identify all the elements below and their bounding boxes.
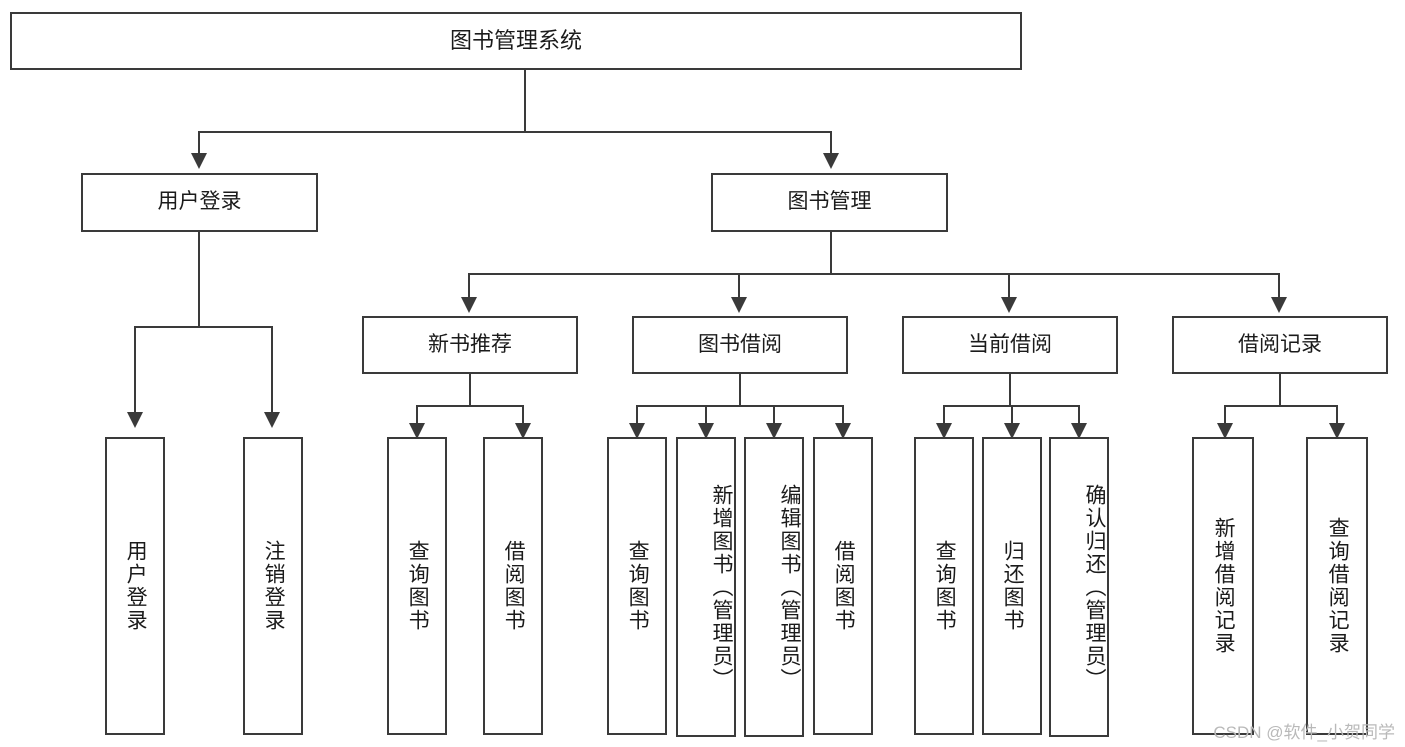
connector-user-login-to-leaf-1 — [134, 326, 136, 414]
connector-current-borrow-stem — [1009, 374, 1011, 406]
node-leaf-add-book[interactable]: 新增图书（管理员） — [676, 437, 736, 737]
connector-nbr-to-leaf-1 — [416, 405, 418, 429]
connector-book-borrow-bus — [636, 405, 844, 407]
arrowhead-br-to-leaf-2 — [1329, 423, 1345, 439]
node-label: 编辑图书（管理员） — [778, 483, 801, 691]
connector-br-to-leaf-1 — [1224, 405, 1226, 429]
node-label: 用户登录 — [157, 190, 242, 214]
node-leaf-query-book-1[interactable]: 查询图书 — [387, 437, 447, 735]
node-leaf-user-login[interactable]: 用户登录 — [105, 437, 165, 735]
connector-bb-to-leaf-4 — [842, 405, 844, 429]
connector-borrow-record-bus — [1224, 405, 1338, 407]
connector-book-manage-to-level2-4 — [1278, 273, 1280, 299]
node-new-book-recommend[interactable]: 新书推荐 — [362, 316, 578, 374]
node-current-borrow[interactable]: 当前借阅 — [902, 316, 1118, 374]
node-label: 新增借阅记录 — [1212, 517, 1236, 655]
node-leaf-borrow-book-2[interactable]: 借阅图书 — [813, 437, 873, 735]
connector-cb-to-leaf-3 — [1078, 405, 1080, 429]
node-leaf-query-borrow-record[interactable]: 查询借阅记录 — [1306, 437, 1368, 735]
connector-user-login-to-leaf-2 — [271, 326, 273, 414]
connector-root-stem — [524, 70, 526, 132]
node-leaf-query-book-2[interactable]: 查询图书 — [607, 437, 667, 735]
arrowhead-nbr-to-leaf-2 — [515, 423, 531, 439]
node-label: 注销登录 — [262, 540, 286, 632]
node-label: 查询借阅记录 — [1326, 517, 1350, 655]
connector-book-manage-to-level2-2 — [738, 273, 740, 299]
arrowhead-book-manage-to-level2-1 — [461, 297, 477, 313]
arrowhead-user-login-to-leaf-1 — [127, 412, 143, 428]
arrowhead-cb-to-leaf-2 — [1004, 423, 1020, 439]
arrowhead-root-to-user-login — [191, 153, 207, 169]
connector-cb-to-leaf-2 — [1011, 405, 1013, 429]
node-root-system[interactable]: 图书管理系统 — [10, 12, 1022, 70]
node-user-login[interactable]: 用户登录 — [81, 173, 318, 232]
node-label: 图书管理系统 — [449, 28, 582, 54]
node-label: 用户登录 — [124, 540, 148, 632]
connector-new-book-recommend-bus — [416, 405, 524, 407]
arrowhead-bb-to-leaf-4 — [835, 423, 851, 439]
node-label: 借阅记录 — [1238, 332, 1322, 356]
connector-book-manage-to-level2-3 — [1008, 273, 1010, 299]
node-label: 当前借阅 — [968, 332, 1052, 356]
connector-bb-to-leaf-3 — [773, 405, 775, 429]
node-leaf-edit-book[interactable]: 编辑图书（管理员） — [744, 437, 804, 737]
node-leaf-logout-login[interactable]: 注销登录 — [243, 437, 303, 735]
connector-book-manage-to-level2-1 — [468, 273, 470, 299]
arrowhead-root-to-book-manage — [823, 153, 839, 169]
arrowhead-bb-to-leaf-1 — [629, 423, 645, 439]
arrowhead-bb-to-leaf-3 — [766, 423, 782, 439]
arrowhead-book-manage-to-level2-2 — [731, 297, 747, 313]
arrowhead-cb-to-leaf-1 — [936, 423, 952, 439]
arrowhead-book-manage-to-level2-3 — [1001, 297, 1017, 313]
node-label: 借阅图书 — [502, 540, 526, 632]
connector-root-to-user-login — [198, 131, 200, 155]
connector-cb-to-leaf-1 — [943, 405, 945, 429]
connector-root-bus — [198, 131, 832, 133]
connector-br-to-leaf-2 — [1336, 405, 1338, 429]
arrowhead-bb-to-leaf-2 — [698, 423, 714, 439]
connector-user-login-bus — [134, 326, 272, 328]
node-label: 查询图书 — [626, 540, 650, 632]
arrowhead-book-manage-to-level2-4 — [1271, 297, 1287, 313]
node-label: 图书管理 — [787, 190, 872, 214]
connector-book-borrow-stem — [739, 374, 741, 406]
node-borrow-record[interactable]: 借阅记录 — [1172, 316, 1388, 374]
connector-borrow-record-stem — [1279, 374, 1281, 406]
arrowhead-nbr-to-leaf-1 — [409, 423, 425, 439]
connector-bb-to-leaf-2 — [705, 405, 707, 429]
node-label: 新增图书（管理员） — [710, 483, 733, 691]
connector-book-manage-stem — [830, 232, 832, 274]
node-label: 新书推荐 — [428, 332, 512, 356]
node-leaf-confirm-return[interactable]: 确认归还（管理员） — [1049, 437, 1109, 737]
node-leaf-add-borrow-record[interactable]: 新增借阅记录 — [1192, 437, 1254, 735]
connector-bb-to-leaf-1 — [636, 405, 638, 429]
connector-root-to-book-manage — [830, 131, 832, 155]
arrowhead-br-to-leaf-1 — [1217, 423, 1233, 439]
node-book-manage[interactable]: 图书管理 — [711, 173, 948, 232]
connector-book-manage-bus — [468, 273, 1280, 275]
node-label: 查询图书 — [406, 540, 430, 632]
node-book-borrow[interactable]: 图书借阅 — [632, 316, 848, 374]
node-label: 图书借阅 — [698, 332, 782, 356]
node-leaf-query-book-3[interactable]: 查询图书 — [914, 437, 974, 735]
arrowhead-cb-to-leaf-3 — [1071, 423, 1087, 439]
node-leaf-return-book[interactable]: 归还图书 — [982, 437, 1042, 735]
arrowhead-user-login-to-leaf-2 — [264, 412, 280, 428]
connector-new-book-recommend-stem — [469, 374, 471, 406]
connector-nbr-to-leaf-2 — [522, 405, 524, 429]
node-label: 借阅图书 — [832, 540, 856, 632]
node-label: 确认归还（管理员） — [1083, 483, 1106, 691]
connector-user-login-stem — [198, 232, 200, 327]
node-leaf-borrow-book-1[interactable]: 借阅图书 — [483, 437, 543, 735]
node-label: 归还图书 — [1001, 540, 1025, 632]
node-label: 查询图书 — [933, 540, 957, 632]
